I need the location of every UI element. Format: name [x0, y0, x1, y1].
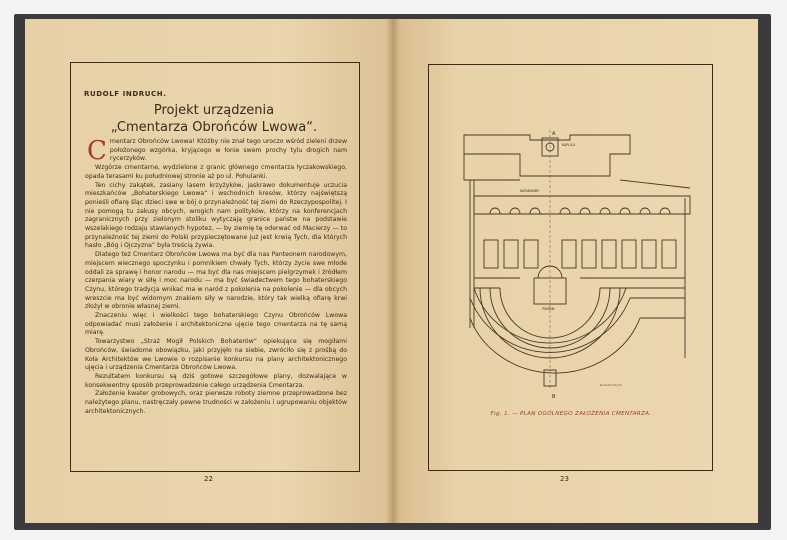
book-gutter: [386, 19, 400, 523]
paragraph: Wzgórze cmentarne, wydzielone z granic g…: [85, 164, 347, 180]
author-name: RUDOLF INDRUCH.: [84, 90, 167, 98]
plan-label-monument: POMNIK: [542, 307, 556, 311]
paragraph: Ten cichy zakątek, zasiany lasem krzyżyk…: [85, 181, 347, 250]
paragraph: Dlatego też Cmentarz Obrońców Lwowa ma b…: [85, 251, 347, 311]
plan-signature: Rudolf Indruch: [600, 383, 622, 387]
plan-label-catacombs: KATAKUMBY: [520, 189, 539, 193]
paragraph: Rezultatem konkursu są dziś gotowe szcze…: [85, 372, 347, 389]
figure-caption: Fig. 1. — PLAN OGÓLNEGO ZAŁOŻENIA CMENTA…: [490, 411, 652, 417]
left-page: [25, 19, 393, 523]
drop-cap: C: [87, 136, 107, 166]
paragraph: Założenie kwater grobowych, oraz pierwsz…: [85, 390, 347, 415]
paragraph: Znaczeniu więc i wielkości tego bohaters…: [85, 312, 347, 337]
right-page: [393, 19, 758, 523]
left-page-frame: [70, 62, 360, 472]
plan-label-chapel: KAPLICA: [562, 143, 576, 147]
page-number-left: 22: [204, 475, 213, 483]
page-number-right: 23: [560, 475, 569, 483]
plan-marker-b: B: [552, 394, 556, 400]
cemetery-plan-drawing: A KAPLICA KATAKUMBY POMNIK B Rudolf Indr…: [463, 130, 691, 400]
paragraph: Towarzystwo „Straż Mogił Polskich Bohate…: [85, 338, 347, 372]
article-title-line1: Projekt urządzenia: [153, 103, 275, 118]
right-page-frame: [428, 64, 713, 471]
article-title-line2: „Cmentarza Obrońców Lwowa“.: [110, 120, 318, 135]
plan-marker-a: A: [552, 131, 556, 137]
